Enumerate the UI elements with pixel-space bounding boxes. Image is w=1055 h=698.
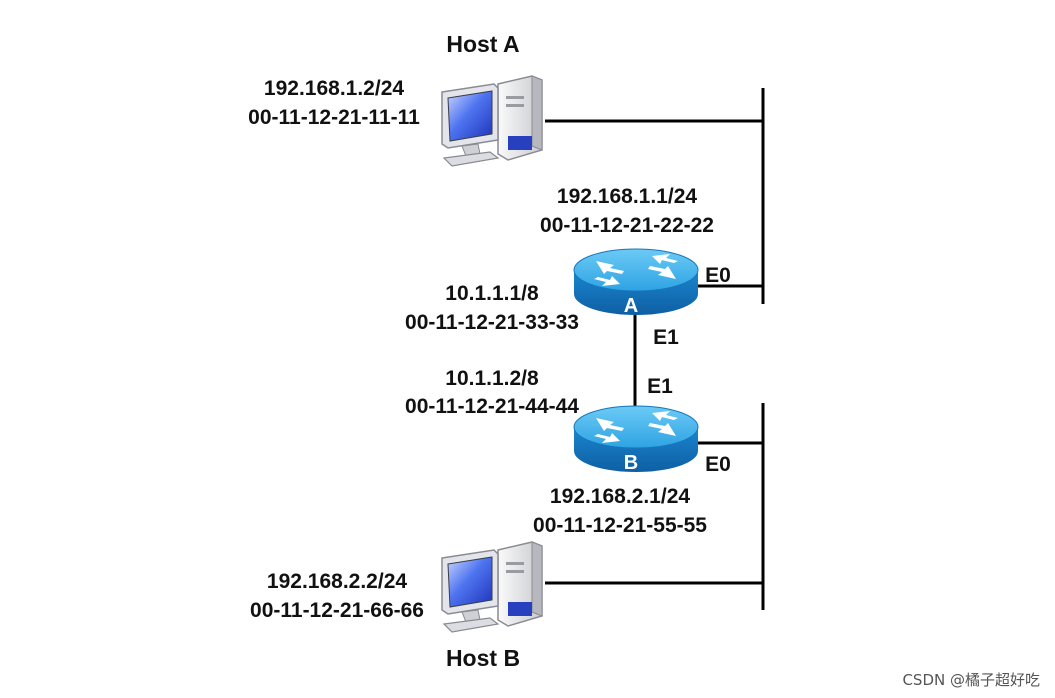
router-a-e1-mac: 00-11-12-21-33-33	[405, 311, 579, 334]
router-b-e0-ip: 192.168.2.1/24	[550, 485, 690, 508]
host-a-ip: 192.168.1.2/24	[264, 77, 404, 100]
router-b-e1-port: E1	[647, 375, 673, 398]
host-b-mac: 00-11-12-21-66-66	[250, 599, 424, 622]
router-b-e0-mac: 00-11-12-21-55-55	[533, 514, 707, 537]
router-a-letter: A	[624, 295, 638, 317]
router-a-e0-ip: 192.168.1.1/24	[557, 185, 697, 208]
host-a-title: Host A	[446, 31, 519, 57]
router-a-e0-mac: 00-11-12-21-22-22	[540, 214, 714, 237]
host-a-computer-icon	[441, 75, 543, 167]
host-b-computer-icon	[441, 541, 543, 633]
host-a-mac: 00-11-12-21-11-11	[248, 106, 420, 129]
host-b-ip: 192.168.2.2/24	[267, 570, 407, 593]
router-b-letter: B	[624, 452, 638, 474]
router-a-e1-ip: 10.1.1.1/8	[445, 282, 539, 305]
host-b-title: Host B	[446, 645, 520, 671]
watermark: CSDN @橘子超好吃	[902, 671, 1040, 689]
router-a-e1-port: E1	[653, 326, 679, 349]
router-b-e1-mac: 00-11-12-21-44-44	[405, 395, 579, 418]
router-b-e1-ip: 10.1.1.2/8	[445, 367, 539, 390]
router-a-e0-port: E0	[705, 264, 731, 287]
router-b-e0-port: E0	[705, 453, 731, 476]
